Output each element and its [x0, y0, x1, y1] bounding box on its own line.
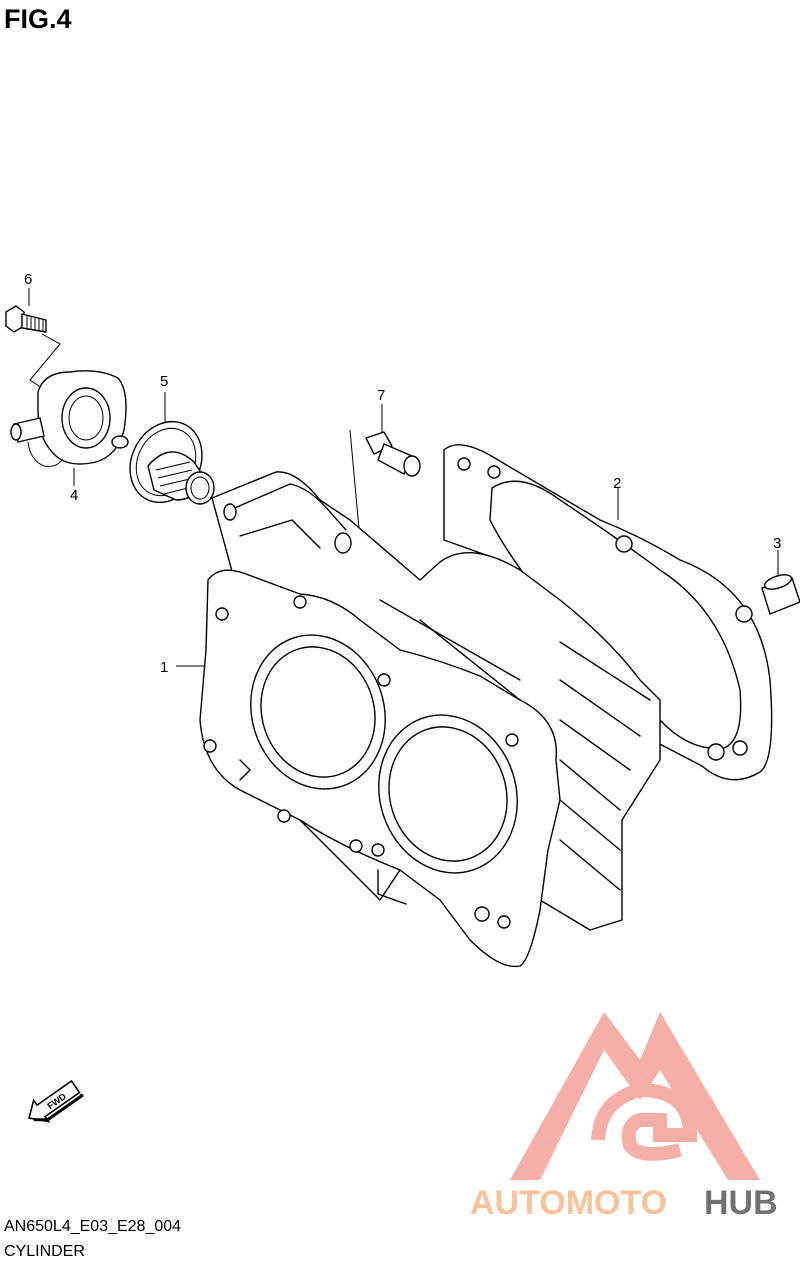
callout-part-4: 4	[70, 487, 78, 504]
callout-part-1: 1	[160, 659, 168, 676]
callout-part-2: 2	[613, 475, 621, 492]
figure-code: AN650L4_E03_E28_004	[4, 1218, 182, 1235]
part-6-bolt	[5, 288, 61, 389]
watermark-text-primary: AUTOMOTO	[470, 1184, 667, 1222]
part-4-thermostat-cover	[10, 370, 129, 486]
part-7-fitting	[349, 404, 421, 541]
fwd-direction-icon: FWD	[28, 1079, 84, 1123]
part-3-dowel-pin	[761, 550, 800, 615]
callout-part-7: 7	[377, 387, 385, 404]
part-5-thermostat	[129, 392, 215, 505]
figure-title: FIG.4	[4, 4, 72, 34]
callout-part-5: 5	[160, 373, 168, 390]
watermark-text-secondary: HUB	[704, 1184, 778, 1222]
automotohub-logo: AUTOMOTO HUB	[470, 1012, 778, 1222]
callout-part-3: 3	[773, 535, 781, 552]
figure-name: CYLINDER	[4, 1243, 85, 1260]
part-2-gasket	[443, 444, 773, 781]
part-1-cylinder	[176, 471, 661, 968]
callout-part-6: 6	[24, 271, 32, 288]
